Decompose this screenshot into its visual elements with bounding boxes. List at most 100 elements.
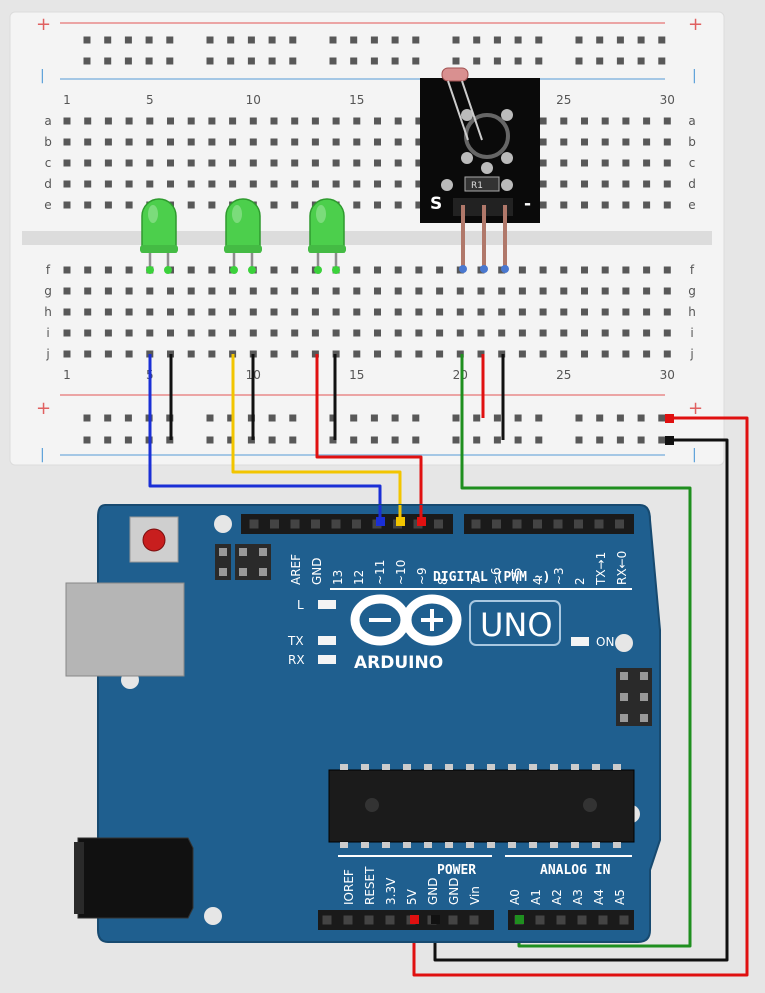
breadboard-hole[interactable] [663,159,671,167]
rail-hole[interactable] [247,57,255,65]
header-socket[interactable] [249,519,259,529]
rail-hole[interactable] [514,57,522,65]
breadboard-hole[interactable] [394,266,402,274]
breadboard-hole[interactable] [436,350,444,358]
rail-hole[interactable] [104,36,112,44]
breadboard-hole[interactable] [249,287,257,295]
rail-hole[interactable] [514,436,522,444]
breadboard-hole[interactable] [249,180,257,188]
breadboard-hole[interactable] [374,201,381,209]
rail-hole[interactable] [227,414,235,422]
breadboard-hole[interactable] [643,329,651,337]
breadboard-hole[interactable] [229,329,237,337]
breadboard-hole[interactable] [146,159,154,167]
breadboard-hole[interactable] [643,287,651,295]
wire-led1-signal-blue[interactable] [148,354,382,520]
rail-hole[interactable] [247,436,255,444]
breadboard-hole[interactable] [291,350,299,358]
breadboard-hole[interactable] [415,138,423,146]
rail-hole[interactable] [227,36,235,44]
breadboard-hole[interactable] [415,180,423,188]
breadboard-hole[interactable] [622,287,630,295]
breadboard-hole[interactable] [622,117,630,125]
header-socket[interactable] [448,915,458,925]
breadboard-hole[interactable] [436,287,444,295]
breadboard-hole[interactable] [84,117,92,125]
header-socket[interactable] [311,519,320,529]
breadboard-hole[interactable] [415,350,423,358]
rail-hole[interactable] [289,57,297,65]
breadboard-hole[interactable] [104,201,112,209]
breadboard-hole[interactable] [539,201,547,209]
breadboard-hole[interactable] [415,308,423,316]
rail-hole[interactable] [206,436,214,444]
breadboard-hole[interactable] [663,350,671,358]
breadboard-hole[interactable] [270,266,278,274]
rail-hole[interactable] [370,57,378,65]
breadboard-hole[interactable] [249,159,257,167]
breadboard-hole[interactable] [353,117,361,125]
rail-hole[interactable] [329,414,337,422]
breadboard-hole[interactable] [208,117,216,125]
usb-port[interactable] [65,582,185,677]
breadboard-hole[interactable] [63,329,71,337]
rail-hole[interactable] [596,436,604,444]
breadboard-hole[interactable] [146,308,154,316]
breadboard-hole[interactable] [518,329,526,337]
breadboard-hole[interactable] [415,159,423,167]
header-socket[interactable] [352,519,361,529]
breadboard-hole[interactable] [249,308,257,316]
wire-gnd-to-rail-black[interactable] [433,438,729,962]
header-socket[interactable] [615,519,624,529]
breadboard-hole[interactable] [311,329,319,337]
breadboard-hole[interactable] [436,266,444,274]
breadboard-hole[interactable] [208,159,216,167]
breadboard-hole[interactable] [291,329,299,337]
header-socket[interactable] [322,915,332,925]
breadboard-hole[interactable] [518,308,526,316]
rail-hole[interactable] [350,57,358,65]
breadboard-hole[interactable] [187,308,195,316]
breadboard-hole[interactable] [125,159,133,167]
breadboard-hole[interactable] [415,329,423,337]
rail-hole[interactable] [493,436,501,444]
breadboard-hole[interactable] [353,308,361,316]
breadboard-hole[interactable] [374,138,381,146]
breadboard-hole[interactable] [622,329,630,337]
breadboard-hole[interactable] [104,350,112,358]
breadboard-hole[interactable] [125,287,133,295]
breadboard-hole[interactable] [311,308,319,316]
header-socket[interactable] [270,519,279,529]
breadboard-hole[interactable] [208,201,216,209]
breadboard-hole[interactable] [291,138,299,146]
breadboard-hole[interactable] [601,117,609,125]
breadboard-hole[interactable] [229,138,237,146]
rail-hole[interactable] [575,36,583,44]
breadboard-hole[interactable] [560,308,568,316]
rail-hole[interactable] [104,436,112,444]
breadboard-hole[interactable] [167,308,174,316]
breadboard-hole[interactable] [167,117,174,125]
breadboard-hole[interactable] [456,287,464,295]
rail-hole[interactable] [412,57,420,65]
breadboard-hole[interactable] [187,117,195,125]
rail-hole[interactable] [391,436,399,444]
breadboard-hole[interactable] [104,159,112,167]
breadboard-hole[interactable] [581,308,588,316]
breadboard-hole[interactable] [353,180,361,188]
rail-hole[interactable] [247,414,255,422]
breadboard-hole[interactable] [146,117,154,125]
rail-hole[interactable] [596,57,604,65]
breadboard-hole[interactable] [291,287,299,295]
rail-hole[interactable] [535,436,543,444]
rail-hole[interactable] [227,57,235,65]
rail-hole[interactable] [289,436,297,444]
breadboard-hole[interactable] [477,308,485,316]
breadboard-hole[interactable] [374,308,381,316]
rail-hole[interactable] [206,57,214,65]
breadboard-hole[interactable] [394,350,402,358]
breadboard-hole[interactable] [229,117,237,125]
breadboard-hole[interactable] [63,159,71,167]
breadboard-hole[interactable] [167,329,174,337]
rail-hole[interactable] [83,57,91,65]
